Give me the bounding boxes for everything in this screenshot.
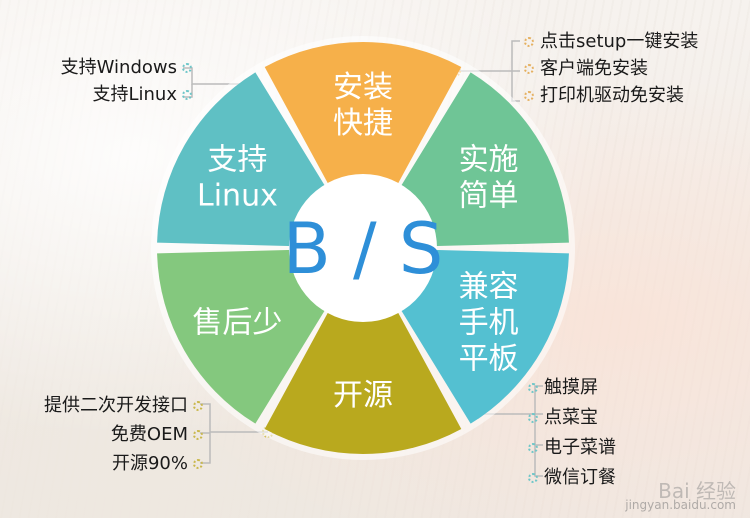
gear-bullet-icon (193, 458, 203, 469)
connector-left-bottom-2 (200, 432, 211, 464)
segment-mobile-compatible-label-line: 兼容 (459, 270, 519, 305)
install-item: 点击setup一键安装 (524, 28, 698, 55)
segment-open-source-shape (264, 255, 462, 454)
gear-bullet-icon (524, 36, 534, 47)
device-item-text: 电子菜谱 (544, 437, 616, 458)
open-source-item-text: 开源90% (111, 453, 188, 474)
segment-simple-deploy-label-line: 简单 (459, 179, 519, 214)
device-item-text: 微信订餐 (544, 467, 616, 488)
watermark-url: jingyan.baidu.com (625, 498, 736, 512)
platform-item: 支持Windows (61, 54, 192, 81)
center-circle (289, 174, 437, 322)
gear-bullet-icon (528, 413, 538, 423)
device-item-text: 触摸屏 (544, 377, 598, 398)
platform-item-text: 支持Windows (60, 57, 177, 78)
segment-easy-install-label-line: 快捷 (333, 106, 393, 141)
device-item: 触摸屏 (528, 373, 616, 403)
device-item: 点菜宝 (528, 403, 616, 433)
segment-simple-deploy-label-line: 实施 (459, 143, 519, 178)
open-source-item-text: 提供二次开发接口 (44, 395, 188, 416)
gear-bullet-icon (193, 400, 203, 411)
open-source-item: 免费OEM (44, 420, 203, 449)
device-item: 电子菜谱 (528, 433, 616, 463)
left-bottom-list: 提供二次开发接口免费OEM 开源90% (44, 391, 203, 478)
gear-bullet-icon (193, 429, 203, 440)
install-item: 打印机驱动免安装 (524, 82, 698, 109)
open-source-item: 提供二次开发接口 (44, 391, 203, 420)
gear-bullet-icon (182, 62, 192, 73)
install-item-text: 点击setup一键安装 (540, 31, 699, 52)
segment-easy-install-label-line: 安装 (333, 70, 393, 105)
right-bottom-list: 触摸屏点菜宝电子菜谱微信订餐 (528, 373, 616, 493)
left-top-list: 支持Windows 支持Linux (61, 54, 192, 108)
platform-item-text: 支持Linux (92, 84, 178, 105)
center-label: B / S (283, 208, 444, 290)
platform-item: 支持Linux (61, 81, 192, 108)
segment-linux-label-line: 支持 (207, 143, 267, 178)
connector-right-top-3 (511, 71, 520, 102)
segment-mobile-compatible-label-line: 手机 (459, 306, 519, 341)
connector-left-bottom (200, 403, 268, 433)
gear-bullet-icon (524, 90, 534, 101)
install-item: 客户端免安装 (524, 55, 698, 82)
open-source-item: 开源90% (44, 449, 203, 478)
gear-bullet-icon (528, 443, 538, 453)
segment-open-source-label-line: 开源 (333, 378, 393, 413)
right-top-list: 点击setup一键安装客户端免安装打印机驱动免安装 (524, 28, 698, 109)
gear-bullet-icon (182, 89, 192, 100)
device-item: 微信订餐 (528, 463, 616, 493)
watermark: Bai 经验 jingyan.baidu.com (625, 479, 736, 512)
gear-bullet-icon (528, 383, 538, 393)
segment-easy-install-shape (264, 41, 462, 241)
gear-bullet-icon (524, 63, 534, 74)
connector-right-top (455, 40, 520, 72)
segment-linux-label-line: Linux (197, 179, 278, 214)
gear-bullet-icon (528, 473, 538, 483)
watermark-title: Bai 经验 (658, 479, 736, 503)
install-item-text: 打印机驱动免安装 (540, 85, 684, 106)
open-source-item-text: 免费OEM (110, 424, 188, 445)
device-item-text: 点菜宝 (544, 407, 598, 428)
center-hub: B / S (283, 174, 444, 322)
install-item-text: 客户端免安装 (540, 58, 648, 79)
segment-open-source: 开源 (264, 255, 462, 454)
segment-after-sales-label-line: 售后少 (192, 306, 282, 341)
segment-mobile-compatible-label-line: 平板 (459, 342, 519, 377)
connector-right-bottom (475, 385, 543, 415)
